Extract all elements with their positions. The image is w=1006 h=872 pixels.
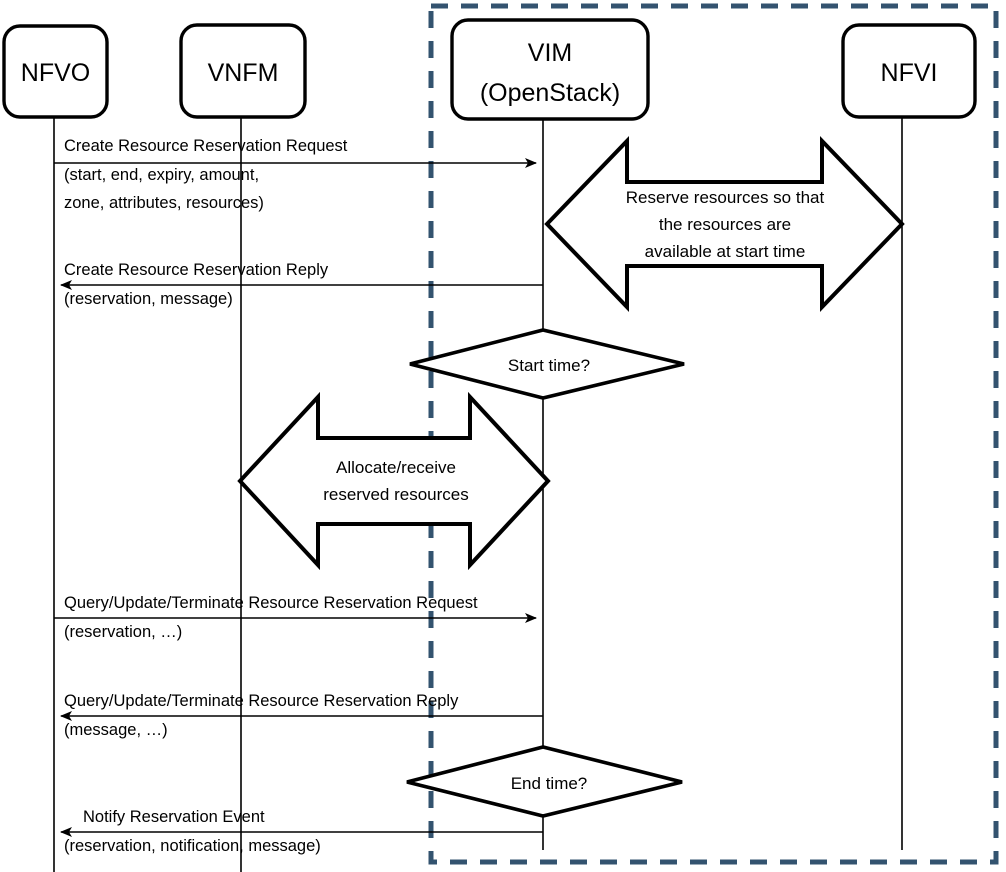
- actor-box-nfvo-rect: [2, 24, 109, 119]
- actor-box-nfvi[interactable]: NFVI: [841, 23, 977, 119]
- actor-label-vnfm: VNFM: [208, 59, 279, 87]
- actor-box-vim-rect: [450, 18, 650, 121]
- message-notify-event-label-2: (reservation, notification, message): [64, 837, 321, 855]
- actor-label-vim: VIM: [528, 39, 572, 67]
- message-query-reply[interactable]: Query/Update/Terminate Resource Reservat…: [60, 692, 543, 739]
- message-create-reply-label-2: (reservation, message): [64, 290, 233, 308]
- message-create-reply-label-1: Create Resource Reservation Reply: [64, 261, 329, 279]
- actor-label-nfvo: NFVO: [21, 59, 90, 87]
- message-query-reply-label-1: Query/Update/Terminate Resource Reservat…: [64, 692, 459, 710]
- decision-end-time[interactable]: End time?: [406, 745, 683, 818]
- actor-box-nfvi-rect: [841, 23, 977, 119]
- message-query-reply-label-2: (message, …): [64, 721, 168, 739]
- message-create-reply[interactable]: Create Resource Reservation Reply (reser…: [60, 261, 543, 308]
- double-arrow-reserve-resources[interactable]: Reserve resources so that the resources …: [544, 136, 905, 312]
- vim-nfvi-boundary-box: [428, 3, 999, 865]
- double-arrow-allocate-reserved-shape: [237, 391, 551, 571]
- message-create-request[interactable]: Create Resource Reservation Request (sta…: [54, 137, 537, 212]
- message-create-request-label-2: (start, end, expiry, amount,: [64, 166, 259, 184]
- actor-box-vim[interactable]: VIM (OpenStack): [450, 18, 650, 121]
- message-query-request-label-2: (reservation, …): [64, 623, 182, 641]
- message-create-request-label-3: zone, attributes, resources): [64, 194, 264, 212]
- double-arrow-reserve-resources-shape: [544, 136, 905, 312]
- double-arrow-reserve-resources-label-1: Reserve resources so that: [626, 188, 825, 207]
- actor-label-nfvi: NFVI: [881, 59, 938, 87]
- message-notify-event-label-1: Notify Reservation Event: [83, 808, 265, 826]
- message-create-request-label-1: Create Resource Reservation Request: [64, 137, 348, 155]
- double-arrow-allocate-reserved-label-2: reserved resources: [323, 485, 469, 504]
- double-arrow-allocate-reserved-label-1: Allocate/receive: [336, 458, 456, 477]
- double-arrow-reserve-resources-label-3: available at start time: [645, 242, 806, 261]
- decision-start-time-label: Start time?: [508, 356, 590, 375]
- double-arrow-allocate-reserved[interactable]: Allocate/receive reserved resources: [237, 391, 551, 571]
- actor-box-vnfm-rect: [179, 23, 307, 119]
- actor-label-vim-subtitle: (OpenStack): [480, 79, 620, 107]
- decision-start-time[interactable]: Start time?: [409, 328, 685, 400]
- message-query-request-label-1: Query/Update/Terminate Resource Reservat…: [64, 594, 478, 612]
- actor-box-nfvo[interactable]: NFVO: [2, 24, 109, 119]
- double-arrow-reserve-resources-label-2: the resources are: [659, 215, 791, 234]
- message-query-request[interactable]: Query/Update/Terminate Resource Reservat…: [54, 594, 537, 641]
- decision-end-time-label: End time?: [511, 774, 588, 793]
- actor-box-vnfm[interactable]: VNFM: [179, 23, 307, 119]
- decision-end-time-diamond: [406, 745, 683, 818]
- message-notify-event[interactable]: Notify Reservation Event (reservation, n…: [60, 808, 543, 855]
- decision-start-time-diamond: [409, 328, 685, 400]
